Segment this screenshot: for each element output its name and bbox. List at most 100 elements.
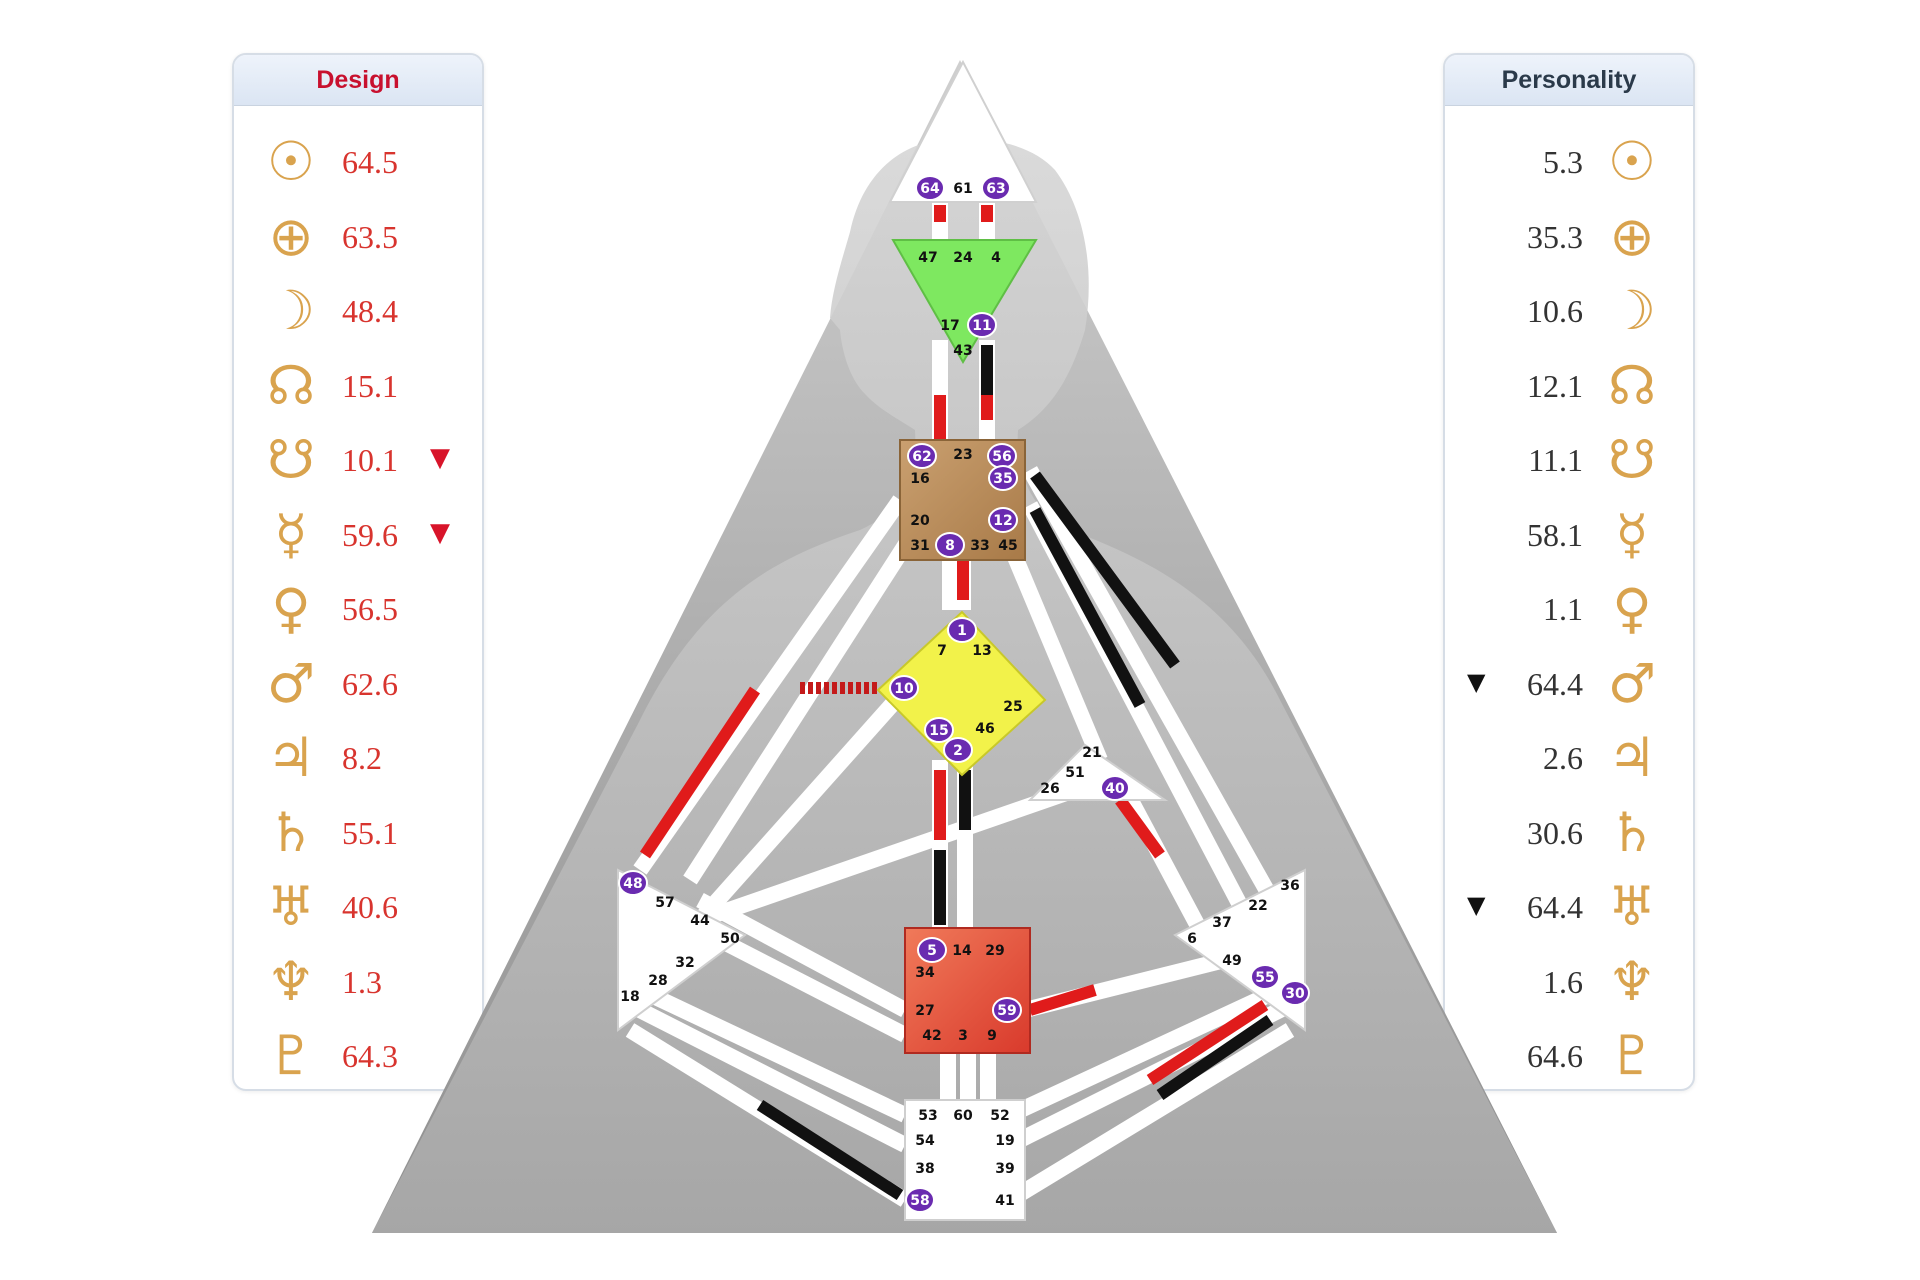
personality-value: 12.1 xyxy=(1527,367,1583,404)
gate-number: 54 xyxy=(915,1133,935,1149)
gate-61: 61 xyxy=(953,181,972,197)
gate-31: 31 xyxy=(910,538,929,554)
mercury-icon: ☿ xyxy=(1615,502,1649,566)
gate-number: 6 xyxy=(1187,931,1197,947)
gate-46: 46 xyxy=(975,721,994,737)
design-row-north-node: ☊15.1 xyxy=(234,351,482,421)
gate-36: 36 xyxy=(1280,878,1299,894)
pluto-icon: ♇ xyxy=(266,1024,316,1087)
gate-64: 64 xyxy=(915,175,945,201)
personality-row-south-node: ☋11.1 xyxy=(1445,425,1693,495)
personality-retrograde-marker: ▼ xyxy=(1467,891,1486,919)
gate-15: 15 xyxy=(924,717,954,743)
saturn-icon: ♄ xyxy=(266,800,316,864)
sun-icon: ☉ xyxy=(1607,130,1657,193)
gate-33: 33 xyxy=(970,538,989,554)
gate-activation-dot xyxy=(943,737,973,763)
gate-number: 19 xyxy=(995,1133,1014,1149)
uranus-icon: ♅ xyxy=(266,875,316,938)
gate-activation-dot xyxy=(988,507,1018,533)
design-value: 40.6 xyxy=(342,889,398,925)
gate-activation-dot xyxy=(905,1187,935,1213)
jupiter-icon: ♃ xyxy=(266,726,316,789)
design-row-uranus: ♅ 40.6 xyxy=(234,872,482,942)
gate-activation-dot xyxy=(981,175,1011,201)
gate-number: 38 xyxy=(915,1161,934,1177)
personality-row-north-node: ☊ 12.1 xyxy=(1445,351,1693,421)
solar-plexus-center xyxy=(1173,868,1306,1032)
personality-value: 35.3 xyxy=(1527,218,1583,255)
gate-number: 2 xyxy=(953,743,963,759)
personality-row-venus: ♀1.1 xyxy=(1445,574,1693,644)
gate-number: 27 xyxy=(915,1003,934,1019)
personality-value: 1.1 xyxy=(1543,591,1583,627)
gate-14: 14 xyxy=(952,943,972,959)
design-row-south-node: ☋10.1▼ xyxy=(234,425,482,495)
gate-number: 51 xyxy=(1065,765,1084,781)
gate-50: 50 xyxy=(720,931,740,947)
moon-icon: ☽ xyxy=(1607,279,1657,342)
design-row-sun: ☉64.5 xyxy=(234,127,482,197)
gate-number: 36 xyxy=(1280,878,1299,894)
gate-number: 34 xyxy=(915,965,935,981)
design-row-saturn: ♄55.1 xyxy=(234,798,482,868)
gate-activation-dot xyxy=(1280,980,1310,1006)
gate-number: 59 xyxy=(997,1003,1016,1019)
north-node-icon: ☊ xyxy=(1608,353,1656,417)
personality-value: 1.6 xyxy=(1543,963,1583,1000)
personality-row-mars: ♂64.4▼ xyxy=(1445,649,1693,719)
gate-1: 1 xyxy=(947,617,977,643)
personality-row-moon: ☽10.6 xyxy=(1445,276,1693,346)
personality-row-earth: ⊕ 35.3 xyxy=(1445,202,1693,272)
gate-56: 56 xyxy=(987,443,1017,469)
gate-number: 30 xyxy=(1285,986,1305,1002)
gate-48: 48 xyxy=(618,870,648,896)
gate-number: 8 xyxy=(945,538,955,554)
gate-number: 49 xyxy=(1222,953,1241,969)
personality-value: 58.1 xyxy=(1527,516,1583,553)
gate-number: 7 xyxy=(937,643,947,659)
design-value: 10.1 xyxy=(342,442,398,478)
mars-icon: ♂ xyxy=(266,651,316,715)
gate-activation-dot xyxy=(1250,964,1280,990)
gate-44: 44 xyxy=(690,913,710,929)
gate-number: 60 xyxy=(953,1108,973,1124)
personality-row-neptune: ♆ 1.6 xyxy=(1445,947,1693,1017)
north-node-icon: ☊ xyxy=(267,353,315,417)
jupiter-icon: ♃ xyxy=(1607,726,1657,789)
gate-41: 41 xyxy=(995,1193,1014,1209)
gate-activation-dot xyxy=(935,532,965,558)
gate-number: 15 xyxy=(929,723,948,739)
gate-number: 43 xyxy=(953,343,972,359)
personality-value: 64.4 xyxy=(1527,665,1583,702)
gate-59: 59 xyxy=(992,997,1022,1023)
gate-number: 63 xyxy=(986,181,1005,197)
design-retrograde-marker: ▼ xyxy=(430,517,450,548)
gate-number: 25 xyxy=(1003,699,1022,715)
personality-value: 2.6 xyxy=(1543,740,1583,776)
gate-29: 29 xyxy=(985,943,1004,959)
gate-37: 37 xyxy=(1212,915,1231,931)
earth-icon: ⊕ xyxy=(1609,204,1655,268)
gate-number: 58 xyxy=(910,1193,929,1209)
design-value: 64.3 xyxy=(342,1038,398,1074)
gate-number: 53 xyxy=(918,1108,937,1124)
neptune-icon: ♆ xyxy=(266,949,316,1013)
gate-8: 8 xyxy=(935,532,965,558)
design-row-moon: ☽48.4 xyxy=(234,276,482,346)
gate-activation-dot xyxy=(618,870,648,896)
gate-number: 11 xyxy=(972,318,991,334)
gate-number: 57 xyxy=(655,895,674,911)
head-center xyxy=(888,59,1038,203)
ajna-center xyxy=(891,239,1038,364)
gate-number: 22 xyxy=(1248,898,1267,914)
gate-number: 45 xyxy=(998,538,1017,554)
neptune-icon: ♆ xyxy=(1607,949,1657,1013)
gate-12: 12 xyxy=(988,507,1018,533)
gate-24: 24 xyxy=(953,250,973,266)
gate-number: 13 xyxy=(972,643,991,659)
gate-34: 34 xyxy=(915,965,935,981)
gate-51: 51 xyxy=(1065,765,1084,781)
design-value: 62.6 xyxy=(342,665,398,702)
